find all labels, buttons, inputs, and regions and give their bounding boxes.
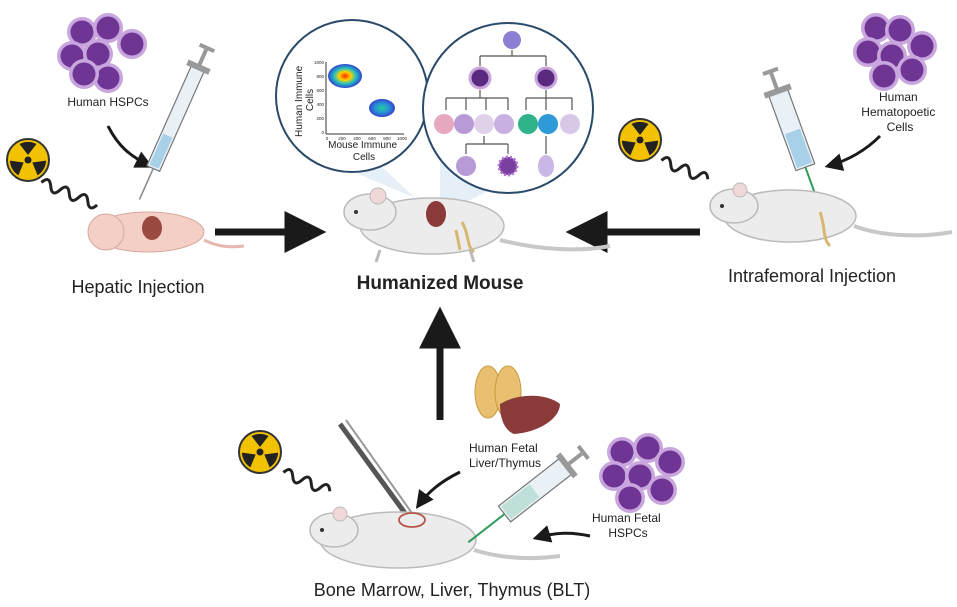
liver-icon: [500, 395, 560, 434]
flow-x-tick: 800: [383, 136, 391, 141]
mature-cell: [494, 114, 514, 134]
radiation-icon: [238, 430, 282, 474]
mature-cell: [454, 114, 474, 134]
flow-y-tick: 1000: [314, 60, 325, 65]
flow-y-tick: 0: [321, 130, 324, 135]
flow-y-tick: 600: [316, 88, 324, 93]
intrafemoral-mouse: [709, 182, 953, 248]
flow-y-ticks: 1000 800 600 400 200 0: [314, 60, 325, 135]
intrafemoral-title: Intrafemoral Injection: [728, 266, 896, 286]
flow-population-human: [328, 64, 362, 88]
syringe-icon: [762, 66, 820, 204]
flow-x-tick: 600: [368, 136, 376, 141]
forceps-icon: [337, 419, 415, 522]
blt-cells-label: Human Fetal HSPCs: [592, 511, 664, 540]
syringe-icon: [467, 444, 590, 544]
hepatic-cells-label: Human HSPCs: [67, 95, 148, 109]
arrow-intrafemoral-cells: [824, 134, 882, 171]
radiation-icon: [6, 138, 50, 182]
progenitor-cell: [534, 66, 558, 90]
flow-x-tick: 400: [353, 136, 361, 141]
dendritic-cell: [497, 155, 519, 177]
flow-y-tick: 800: [316, 74, 324, 79]
flow-cytometry-zoom: Human Immune Cells Mouse Immune Cells 10…: [275, 19, 429, 173]
mature-cell: [538, 155, 554, 177]
arrow-blt-organs: [415, 470, 461, 509]
mature-cell: [538, 114, 558, 134]
progenitor-cell: [468, 66, 492, 90]
flow-population-mouse: [369, 99, 395, 117]
liver-icon: [426, 201, 446, 227]
neonatal-pup: [87, 211, 245, 253]
intrafemoral-cell-cluster: [853, 13, 937, 91]
wave-icon: [660, 156, 710, 180]
arrow-blt-cells: [532, 525, 591, 543]
center-title: Humanized Mouse: [357, 273, 524, 294]
flow-x-axis-label: Mouse Immune Cells: [328, 140, 400, 163]
hepatic-cell-cluster: [57, 13, 147, 93]
flow-x-tick: 0: [326, 136, 329, 141]
flow-x-ticks: 0 200 400 600 800 1000: [326, 136, 408, 141]
blt-mouse: [309, 506, 561, 569]
wave-icon: [40, 178, 99, 210]
syringe-icon: [138, 42, 216, 200]
flow-y-axis-label: Human Immune Cells: [294, 63, 316, 137]
mature-cell: [456, 156, 476, 176]
mature-cell: [474, 114, 494, 134]
arrow-hepatic-cells: [106, 125, 154, 168]
flow-y-tick: 200: [316, 116, 324, 121]
mature-cell: [434, 114, 454, 134]
flow-x-tick: 1000: [397, 136, 408, 141]
mature-cell: [560, 114, 580, 134]
hematopoiesis-tree-zoom: [422, 22, 594, 194]
flow-x-tick: 200: [338, 136, 346, 141]
hepatic-title: Hepatic Injection: [71, 277, 204, 297]
center-mouse: [343, 187, 611, 263]
intrafemoral-cells-label: Human Hematopoetic Cells: [861, 90, 938, 134]
wave-icon: [282, 468, 332, 492]
blt-organ-label: Human Fetal Liver/Thymus: [469, 441, 541, 470]
mature-cell: [518, 114, 538, 134]
blt-title: Bone Marrow, Liver, Thymus (BLT): [314, 580, 590, 600]
flow-y-tick: 400: [316, 102, 324, 107]
radiation-icon: [618, 118, 662, 162]
blt-cell-cluster: [599, 433, 685, 513]
stem-cell: [503, 31, 521, 49]
